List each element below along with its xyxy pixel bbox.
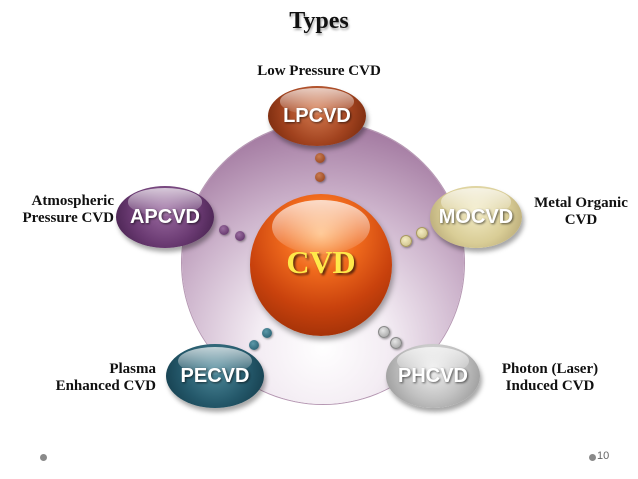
label-metal-organic-cvd: Metal Organic CVD (524, 195, 638, 229)
label-low-pressure-cvd: Low Pressure CVD (257, 63, 381, 79)
center-circle-cvd: CVD (250, 194, 392, 336)
label-line: Pressure CVD (22, 210, 114, 226)
node-highlight (397, 346, 469, 375)
connector-dot-mocvd (400, 235, 412, 247)
connector-dot-pecvd (262, 328, 272, 338)
connector-dot-phcvd (390, 337, 402, 349)
node-highlight (279, 88, 355, 115)
label-line: Induced CVD (505, 378, 595, 394)
node-highlight (441, 188, 511, 216)
connector-dot-mocvd (416, 227, 428, 239)
label-line: CVD (564, 212, 598, 228)
label-line: Photon (Laser) (501, 361, 599, 377)
label-photon-induced-cvd: Photon (Laser) Induced CVD (488, 361, 612, 395)
center-label: CVD (286, 244, 356, 280)
node-label-pecvd: PECVD (180, 364, 250, 387)
label-line: Metal Organic (534, 195, 628, 211)
label-line: Atmospheric (31, 193, 115, 209)
node-lpcvd: LPCVD (268, 86, 366, 146)
node-phcvd: PHCVD (386, 344, 480, 408)
node-label-apcvd: APCVD (129, 205, 200, 228)
connector-dot-apcvd (235, 231, 245, 241)
slide-title: Types (289, 8, 349, 34)
node-label-phcvd: PHCVD (397, 364, 468, 387)
center-highlight (272, 200, 370, 254)
connector-dot-lpcvd (315, 172, 325, 182)
label-line: Plasma (109, 361, 156, 377)
node-highlight (127, 188, 203, 216)
label-atmospheric-pressure-cvd: Atmospheric Pressure CVD (0, 193, 114, 227)
page-number: 10 (597, 450, 610, 462)
footer-bullet-dot (40, 454, 47, 461)
node-apcvd: APCVD (116, 186, 214, 248)
connector-dot-apcvd (219, 225, 229, 235)
connector-dot-pecvd (249, 340, 259, 350)
node-label-mocvd: MOCVD (438, 205, 514, 228)
node-mocvd: MOCVD (430, 186, 522, 248)
label-line: Enhanced CVD (55, 378, 156, 394)
connector-dot-phcvd (378, 326, 390, 338)
node-label-lpcvd: LPCVD (283, 104, 351, 127)
node-pecvd: PECVD (166, 344, 264, 408)
footer-bullet-dot (589, 454, 596, 461)
label-plasma-enhanced-cvd: Plasma Enhanced CVD (20, 361, 156, 395)
node-highlight (177, 346, 253, 375)
connector-dot-lpcvd (315, 153, 325, 163)
